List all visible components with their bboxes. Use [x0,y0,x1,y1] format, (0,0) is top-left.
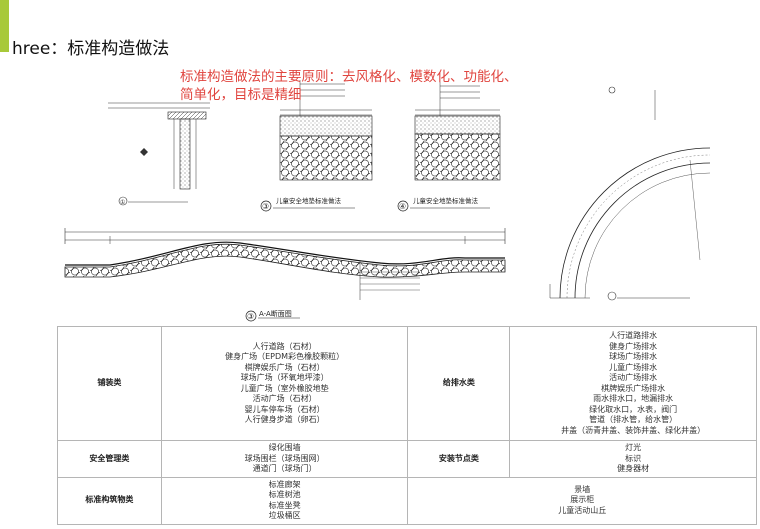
table-row: 标准构筑物类 标准廊架 标准树池 标准坐凳 垃圾桶区 景墙 展示柜 儿童活动山丘 [57,476,757,525]
list-item: 标准廊架 [268,479,301,489]
list-item: 标准树池 [268,490,301,499]
section-label: A-A断面图 [259,309,292,318]
list-item: 灯光 [625,443,642,452]
drawing-4-number: ④ [399,202,406,211]
list-item: 绿化取水口，水表，阀门 [589,404,678,414]
section-number: ③ [247,312,254,321]
drawing-3-label: 儿童安全地垫标准做法 [276,196,342,205]
list-item: 棋牌娱乐广场排水 [601,383,666,393]
list-item: 健身器材 [617,464,650,473]
list-item: 标准坐凳 [268,500,301,510]
list-item: 通道门（球场门） [252,464,317,473]
items-safety: 绿化围墙 球场围栏（球场围网） 通道门（球场门） [160,440,409,478]
list-item: 垃圾桶区 [268,511,301,520]
list-item: 棋牌娱乐广场（石材） [244,362,325,372]
category-drainage: 给排水类 [407,326,511,441]
principle-line-1: 标准构造做法的主要原则：去风格化、模数化、功能化、 [180,69,518,85]
list-item: 人行道路排水 [609,331,658,340]
list-item: 井盖（沥青井盖、装饰井盖、绿化井盖） [561,425,706,435]
list-item: 球场广场排水 [609,352,658,361]
items-structures: 标准廊架 标准树池 标准坐凳 垃圾桶区 [160,476,409,525]
items-landscape: 景墙 展示柜 儿童活动山丘 [407,476,757,525]
title-accent-bar [0,0,9,52]
page-title: hree：标准构造做法 [12,39,170,59]
list-item: 儿童活动山丘 [558,505,607,515]
list-item: 健身广场（EPDM彩色橡胶颗粒） [225,352,345,361]
table-row: 安全管理类 绿化围墙 球场围栏（球场围网） 通道门（球场门） 安装节点类 灯光 … [57,440,757,478]
standard-construction-table: 铺装类 人行道路（石材） 健身广场（EPDM彩色橡胶颗粒） 棋牌娱乐广场（石材）… [57,326,757,525]
section-a-a-drawing [64,228,506,322]
list-item: 管道（排水管，给水管） [589,415,678,424]
drawing-1-plan [108,102,210,206]
list-item: 球场围栏（球场围网） [244,453,325,463]
list-item: 活动广场（石材） [252,394,317,403]
items-installation: 灯光 标识 健身器材 [509,440,757,478]
list-item: 婴儿车停车场（石材） [244,404,325,414]
category-safety: 安全管理类 [57,440,162,478]
list-item: 人行健身步道（卵石） [244,415,325,424]
principle-note: 标准构造做法的主要原则：去风格化、模数化、功能化、 简单化，目标是精细 [180,68,580,104]
items-drainage: 人行道路排水 健身广场排水 球场广场排水 儿童广场排水 活动广场排水 棋牌娱乐广… [509,326,757,441]
category-installation: 安装节点类 [407,440,511,478]
list-item: 健身广场排水 [609,341,658,351]
list-item: 标识 [625,453,642,463]
curved-plan-drawing [549,86,711,301]
drawing-3-section [260,80,373,212]
category-paving: 铺装类 [57,326,162,441]
construction-drawings: ① ③ 儿童安全地垫标准做法 ④ 儿童安全地垫标准做法 [64,80,711,322]
list-item: 雨水排水口，地漏排水 [593,394,674,403]
list-item: 儿童广场排水 [609,362,658,372]
drawing-3-number: ③ [262,202,269,211]
list-item: 景墙 [574,484,591,494]
list-item: 展示柜 [570,495,595,505]
drawing-4-label: 儿童安全地垫标准做法 [413,196,479,205]
list-item: 活动广场排水 [609,373,658,382]
list-item: 绿化围墙 [268,443,301,452]
items-paving: 人行道路（石材） 健身广场（EPDM彩色橡胶颗粒） 棋牌娱乐广场（石材） 球场广… [160,326,409,441]
table-row: 铺装类 人行道路（石材） 健身广场（EPDM彩色橡胶颗粒） 棋牌娱乐广场（石材）… [57,326,757,441]
category-structures: 标准构筑物类 [57,476,162,525]
list-item: 球场广场（环氧地坪漆） [240,373,329,382]
list-item: 儿童广场（室外橡胶地垫 [240,383,329,393]
list-item: 人行道路（石材） [252,341,317,351]
drawing-4-section [397,82,501,212]
drawing-1-label: ① [120,199,125,206]
principle-line-2: 简单化，目标是精细 [180,87,302,103]
